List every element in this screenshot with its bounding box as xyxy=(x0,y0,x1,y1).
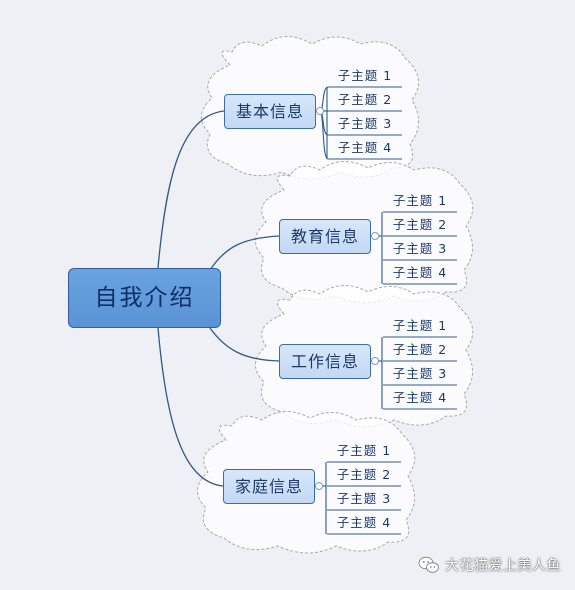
leaf-connectors-3 xyxy=(375,336,457,410)
subtopic-3-1[interactable]: 子主题 1 xyxy=(392,318,448,333)
collapse-toggle-4[interactable] xyxy=(315,482,323,490)
connector-root-branch-1 xyxy=(157,110,225,269)
subtopic-2-3[interactable]: 子主题 3 xyxy=(392,241,448,256)
wechat-icon xyxy=(418,556,439,573)
subtopic-1-3[interactable]: 子主题 3 xyxy=(337,116,393,131)
subtopic-3-2[interactable]: 子主题 2 xyxy=(392,342,448,357)
branch-topic-basic-info[interactable]: 基本信息 xyxy=(224,94,316,129)
subtopic-2-1[interactable]: 子主题 1 xyxy=(392,193,448,208)
collapse-toggle-2[interactable] xyxy=(371,232,379,240)
subtopic-1-4[interactable]: 子主题 4 xyxy=(337,140,393,155)
connector-root-branch-3 xyxy=(209,327,280,362)
branch-topic-education-info[interactable]: 教育信息 xyxy=(279,219,371,254)
watermark-text: 大花猫爱上美人鱼 xyxy=(445,558,561,574)
subtopic-3-4[interactable]: 子主题 4 xyxy=(392,390,448,405)
collapse-toggle-1[interactable] xyxy=(316,107,324,115)
subtopic-4-1[interactable]: 子主题 1 xyxy=(336,443,392,458)
connector-root-branch-4 xyxy=(157,327,224,487)
subtopic-4-4[interactable]: 子主题 4 xyxy=(336,515,392,530)
subtopic-2-2[interactable]: 子主题 2 xyxy=(392,217,448,232)
subtopic-4-2[interactable]: 子主题 2 xyxy=(336,467,392,482)
subtopic-2-4[interactable]: 子主题 4 xyxy=(392,265,448,280)
collapse-toggle-3[interactable] xyxy=(371,357,379,365)
subtopic-4-3[interactable]: 子主题 3 xyxy=(336,491,392,506)
leaf-connectors-2 xyxy=(375,211,457,285)
root-topic[interactable]: 自我介绍 xyxy=(68,268,221,328)
watermark: 大花猫爱上美人鱼 xyxy=(418,554,561,576)
leaf-connectors-4 xyxy=(319,461,401,535)
branch-topic-family-info[interactable]: 家庭信息 xyxy=(223,469,315,504)
connector-root-branch-2 xyxy=(209,235,280,271)
branch-topic-work-info[interactable]: 工作信息 xyxy=(279,344,371,379)
subtopic-3-3[interactable]: 子主题 3 xyxy=(392,366,448,381)
subtopic-1-2[interactable]: 子主题 2 xyxy=(337,92,393,107)
subtopic-1-1[interactable]: 子主题 1 xyxy=(337,68,393,83)
